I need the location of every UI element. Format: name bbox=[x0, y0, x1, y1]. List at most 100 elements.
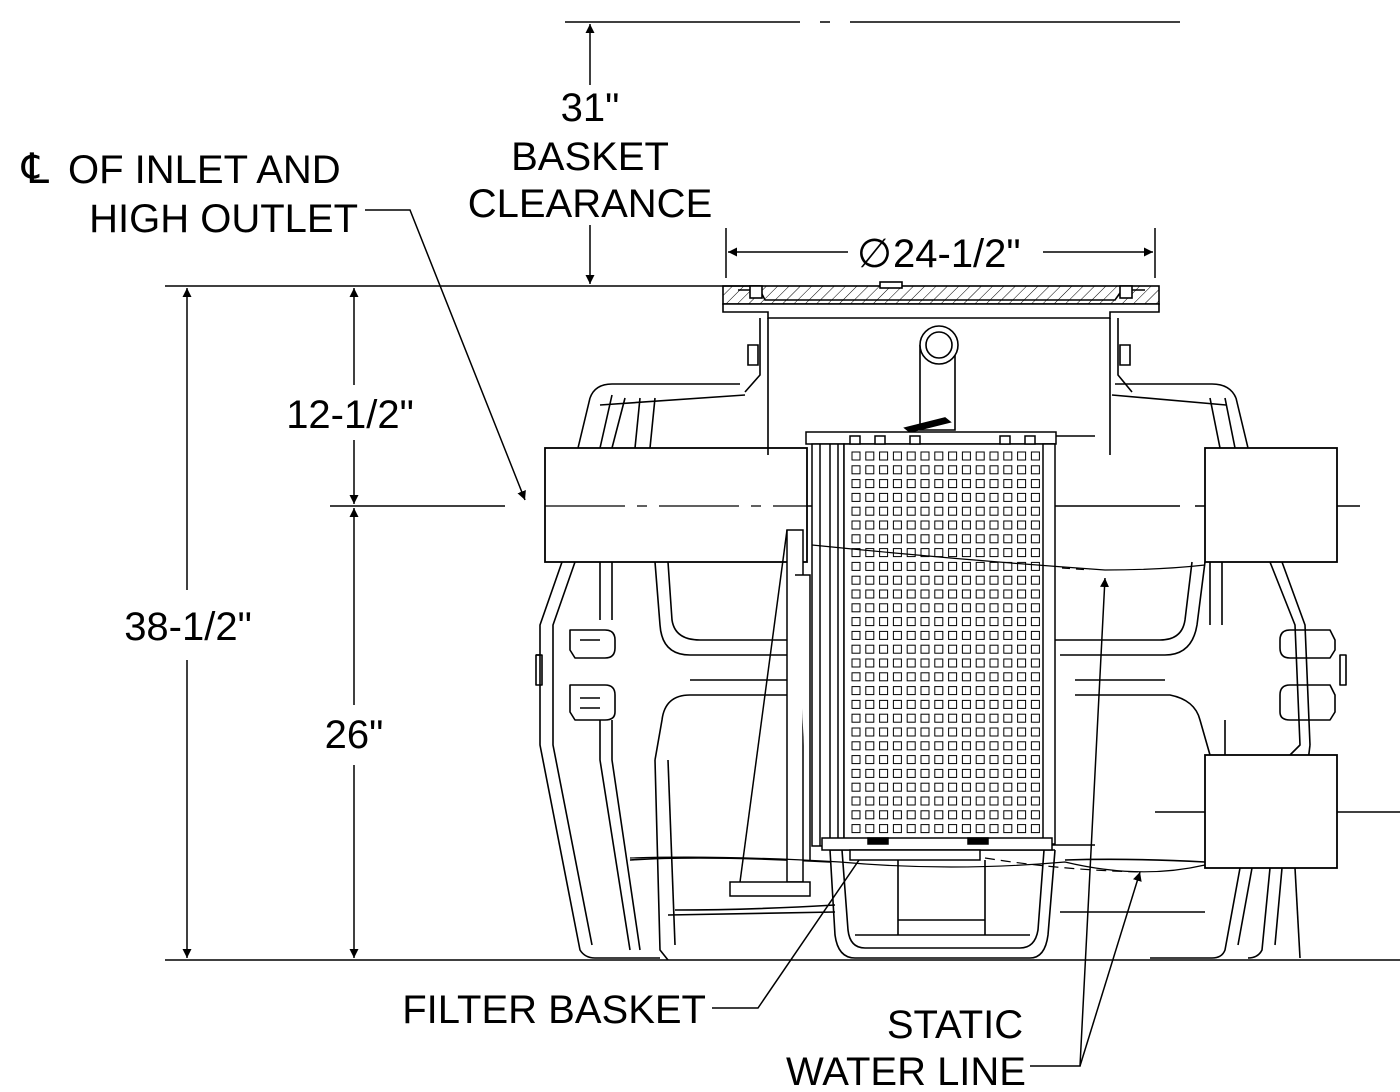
perforation-hole bbox=[879, 658, 889, 668]
perforation-hole bbox=[865, 644, 875, 654]
perforation-hole bbox=[948, 699, 958, 709]
perforation-hole bbox=[906, 768, 916, 778]
perforation-hole bbox=[989, 534, 999, 544]
perforation-hole bbox=[1003, 589, 1013, 599]
static-water-line1-label: STATIC bbox=[887, 1003, 1023, 1047]
perforation-hole bbox=[1003, 699, 1013, 709]
vent-fitting bbox=[903, 325, 959, 433]
perforation-hole bbox=[892, 755, 902, 765]
perforation-hole bbox=[989, 575, 999, 585]
perforation-hole bbox=[961, 506, 971, 516]
perforation-hole bbox=[1017, 741, 1027, 751]
perforation-hole bbox=[892, 589, 902, 599]
perforation-hole bbox=[1030, 630, 1040, 640]
perforation-hole bbox=[865, 534, 875, 544]
perforation-hole bbox=[1017, 575, 1027, 585]
basket-perforations bbox=[851, 451, 1040, 834]
perforation-hole bbox=[961, 548, 971, 558]
perforation-hole bbox=[851, 451, 861, 461]
perforation-hole bbox=[934, 534, 944, 544]
perforation-hole bbox=[865, 506, 875, 516]
perforation-hole bbox=[879, 561, 889, 571]
perforation-hole bbox=[948, 741, 958, 751]
tank-body bbox=[535, 383, 1347, 961]
perforation-hole bbox=[865, 658, 875, 668]
perforation-hole bbox=[906, 465, 916, 475]
perforation-hole bbox=[879, 630, 889, 640]
perforation-hole bbox=[961, 727, 971, 737]
perforation-hole bbox=[975, 727, 985, 737]
perforation-hole bbox=[1030, 686, 1040, 696]
perforation-hole bbox=[892, 672, 902, 682]
perforation-hole bbox=[920, 672, 930, 682]
perforation-hole bbox=[1003, 492, 1013, 502]
perforation-hole bbox=[989, 465, 999, 475]
perforation-hole bbox=[865, 727, 875, 737]
perforation-hole bbox=[920, 810, 930, 820]
perforation-hole bbox=[892, 741, 902, 751]
perforation-hole bbox=[1017, 451, 1027, 461]
filter-basket bbox=[805, 431, 1095, 861]
perforation-hole bbox=[934, 727, 944, 737]
perforation-hole bbox=[948, 603, 958, 613]
perforation-hole bbox=[934, 810, 944, 820]
perforation-hole bbox=[961, 465, 971, 475]
perforation-hole bbox=[865, 672, 875, 682]
perforation-hole bbox=[906, 796, 916, 806]
perforation-hole bbox=[989, 741, 999, 751]
perforation-hole bbox=[1003, 617, 1013, 627]
perforation-hole bbox=[1017, 644, 1027, 654]
perforation-hole bbox=[851, 492, 861, 502]
perforation-hole bbox=[934, 520, 944, 530]
perforation-hole bbox=[975, 824, 985, 834]
perforation-hole bbox=[1017, 630, 1027, 640]
perforation-hole bbox=[865, 713, 875, 723]
perforation-hole bbox=[975, 520, 985, 530]
perforation-hole bbox=[879, 824, 889, 834]
perforation-hole bbox=[892, 451, 902, 461]
perforation-hole bbox=[934, 658, 944, 668]
perforation-hole bbox=[961, 686, 971, 696]
perforation-hole bbox=[879, 603, 889, 613]
perforation-hole bbox=[989, 561, 999, 571]
perforation-hole bbox=[934, 465, 944, 475]
perforation-hole bbox=[1003, 451, 1013, 461]
perforation-hole bbox=[865, 589, 875, 599]
perforation-hole bbox=[879, 617, 889, 627]
perforation-hole bbox=[975, 630, 985, 640]
perforation-hole bbox=[975, 686, 985, 696]
cover bbox=[722, 281, 1160, 455]
perforation-hole bbox=[851, 768, 861, 778]
perforation-hole bbox=[1017, 479, 1027, 489]
perforation-hole bbox=[948, 575, 958, 585]
perforation-hole bbox=[851, 589, 861, 599]
perforation-hole bbox=[934, 824, 944, 834]
perforation-hole bbox=[948, 520, 958, 530]
perforation-hole bbox=[1030, 479, 1040, 489]
upper-height-label: 12-1/2" bbox=[286, 393, 414, 437]
perforation-hole bbox=[892, 520, 902, 530]
perforation-hole bbox=[961, 768, 971, 778]
perforation-hole bbox=[879, 768, 889, 778]
perforation-hole bbox=[920, 824, 930, 834]
perforation-hole bbox=[975, 548, 985, 558]
perforation-hole bbox=[851, 741, 861, 751]
perforation-hole bbox=[892, 506, 902, 516]
perforation-hole bbox=[948, 686, 958, 696]
perforation-hole bbox=[892, 534, 902, 544]
perforation-hole bbox=[975, 451, 985, 461]
perforation-hole bbox=[906, 575, 916, 585]
clearance-value-label: 31" bbox=[561, 86, 620, 130]
perforation-hole bbox=[1003, 658, 1013, 668]
perforation-hole bbox=[989, 782, 999, 792]
perforation-hole bbox=[934, 755, 944, 765]
perforation-hole bbox=[1030, 589, 1040, 599]
perforation-hole bbox=[1017, 658, 1027, 668]
perforation-hole bbox=[892, 479, 902, 489]
perforation-hole bbox=[892, 699, 902, 709]
perforation-hole bbox=[906, 672, 916, 682]
perforation-hole bbox=[920, 451, 930, 461]
perforation-hole bbox=[865, 479, 875, 489]
perforation-hole bbox=[948, 727, 958, 737]
perforation-hole bbox=[934, 451, 944, 461]
